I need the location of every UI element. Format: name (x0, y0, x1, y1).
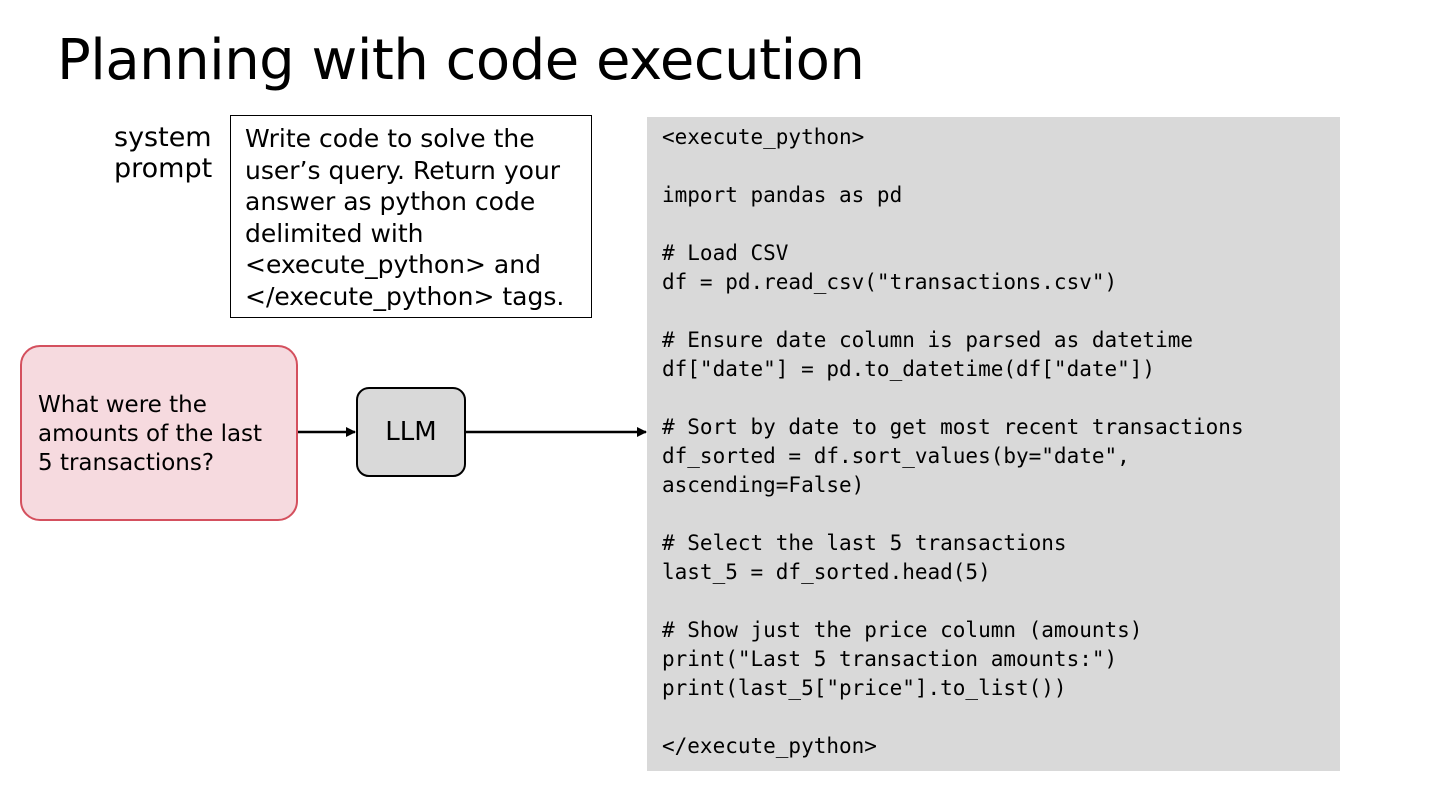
code-line: df = pd.read_csv("transactions.csv") (662, 270, 1118, 294)
system-prompt-box: Write code to solve the user’s query. Re… (230, 115, 592, 318)
code-line: # Ensure date column is parsed as dateti… (662, 328, 1194, 352)
slide-title: Planning with code execution (57, 28, 865, 93)
code-line: print("Last 5 transaction amounts:") (662, 647, 1118, 671)
code-line: </execute_python> (662, 734, 877, 758)
system-prompt-text-line: </execute_python> tags. (245, 281, 565, 311)
code-line: import pandas as pd (662, 183, 903, 207)
user-query-line: What were the (38, 392, 207, 418)
system-prompt-text-line: answer as python code (245, 187, 536, 216)
code-blank-line (662, 152, 1340, 181)
system-prompt-label-line: prompt (114, 153, 213, 184)
system-prompt-text-line: user’s query. Return your (245, 155, 561, 185)
system-prompt-label: system prompt (114, 122, 212, 184)
user-query-box: What were the amounts of the last 5 tran… (20, 345, 298, 521)
llm-label: LLM (385, 417, 437, 447)
code-line: df_sorted = df.sort_values(by="date", (662, 444, 1130, 468)
user-query-line: amounts of the last (38, 421, 263, 447)
system-prompt-text-line: delimited with (245, 218, 424, 248)
system-prompt-label-line: system (114, 122, 212, 153)
code-line: df["date"] = pd.to_datetime(df["date"]) (662, 357, 1156, 381)
code-line: # Load CSV (662, 241, 789, 265)
code-line: print(last_5["price"].to_list()) (662, 676, 1067, 700)
code-panel: <execute_python>import pandas as pd # Loa… (647, 117, 1340, 771)
code-line: # Select the last 5 transactions (662, 531, 1067, 555)
code-line: # Show just the price column (amounts) (662, 618, 1143, 642)
code-blank-line (662, 297, 1340, 326)
code-blank-line (662, 703, 1340, 732)
user-query-line: 5 transactions? (38, 450, 215, 476)
code-line: # Sort by date to get most recent transa… (662, 415, 1244, 439)
code-blank-line (662, 384, 1340, 413)
code-line: ascending=False) (662, 473, 865, 497)
code-blank-line (662, 210, 1340, 239)
code-line: last_5 = df_sorted.head(5) (662, 560, 991, 584)
code-line: <execute_python> (662, 125, 865, 149)
code-blank-line (662, 587, 1340, 616)
llm-box: LLM (356, 387, 466, 477)
system-prompt-text-line: <execute_python> and (245, 250, 541, 279)
code-blank-line (662, 500, 1340, 529)
system-prompt-text-line: Write code to solve the (245, 124, 535, 153)
